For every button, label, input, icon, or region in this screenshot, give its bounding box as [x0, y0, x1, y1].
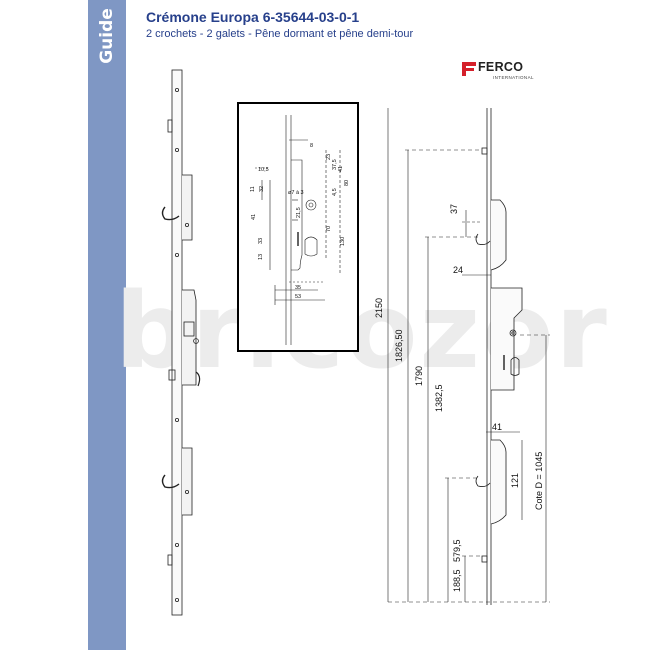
dim-10-5: 10,5 [258, 167, 269, 173]
dim-33: 33 [258, 238, 264, 244]
ferco-logo-mark [462, 62, 476, 76]
dim-37-5: 37,5 [332, 159, 338, 170]
dim-80: 80 [344, 180, 350, 186]
dim-35: 35 [295, 285, 301, 291]
lock-bar-right [475, 108, 523, 605]
dim-23: 23 [326, 154, 332, 160]
detail-view-drawing [255, 115, 341, 345]
guide-sidebar: Guide [88, 0, 126, 650]
ferco-logo-tagline: INTERNATIONAL [493, 75, 534, 80]
dim-21-5: 21,5 [296, 207, 302, 218]
dim-1382-5: 1382,5 [434, 384, 444, 412]
lock-bar-left [161, 69, 201, 616]
dim-1790: 1790 [414, 366, 424, 386]
dim-121: 121 [510, 473, 520, 488]
product-subtitle: 2 crochets - 2 galets - Pêne dormant et … [146, 28, 414, 40]
dim-24: 24 [453, 265, 463, 275]
dim-13: 13 [258, 254, 264, 260]
dim-37: 37 [449, 204, 459, 214]
dim-2150: 2150 [374, 298, 384, 318]
dim-41: 41 [492, 422, 502, 432]
dim-579-5: 579,5 [452, 539, 462, 562]
dim-70: 70 [326, 226, 332, 232]
detail-view-frame [237, 102, 359, 352]
dim-41-mid: 41 [251, 214, 257, 220]
dim-cote-d: Cote D = 1045 [534, 452, 544, 510]
dim-4-5: 4,5 [332, 188, 338, 196]
main-dimension-labels: 2150 1826,50 1790 1382,5 579,5 188,5 37 … [374, 204, 544, 592]
dim-11: 11 [250, 186, 256, 192]
dim-53: 53 [295, 294, 301, 300]
product-title: Crémone Europa 6-35644-03-0-1 [146, 9, 360, 25]
dim-1826-50: 1826,50 [394, 329, 404, 362]
detail-view-dimensions: 8 10,5 23 37,5 41 32 11 ø7 à 3 80 21,5 4… [250, 143, 350, 300]
dim-41-top: 41 [338, 166, 344, 172]
dim-32: 32 [259, 186, 265, 192]
dim-130: 130 [340, 237, 346, 246]
dim-188-5: 188,5 [452, 569, 462, 592]
dim-diam: ø7 à 3 [288, 190, 304, 196]
bricozor-watermark: bricozor [115, 270, 609, 392]
ferco-logo: FERCO INTERNATIONAL [462, 60, 538, 84]
ferco-logo-text: FERCO [478, 60, 524, 74]
main-dimension-lines [387, 108, 550, 603]
dim-8: 8 [310, 143, 313, 149]
